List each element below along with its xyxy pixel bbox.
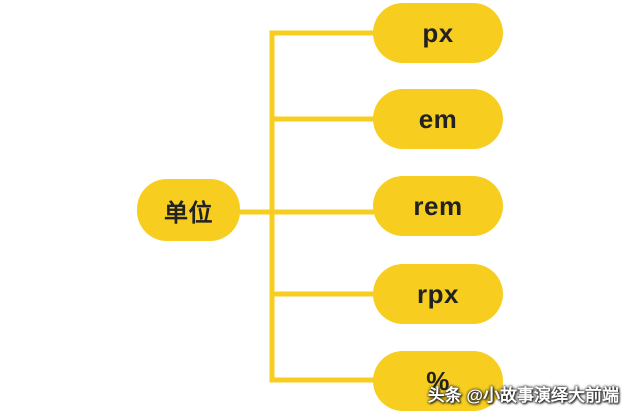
child-node-label: rpx — [417, 278, 459, 309]
child-node-em: em — [373, 89, 503, 149]
child-node-percent: % — [373, 351, 503, 411]
child-node-label: px — [422, 17, 454, 48]
child-node-px: px — [373, 3, 503, 63]
child-node-rem: rem — [373, 176, 503, 236]
root-node: 单位 — [137, 179, 240, 241]
root-node-label: 单位 — [164, 199, 213, 227]
child-node-label: % — [426, 365, 450, 396]
child-node-label: em — [418, 103, 458, 134]
child-node-rpx: rpx — [373, 264, 503, 324]
watermark-text: 头条 @小故事演绎大前端 — [427, 386, 619, 405]
child-node-label: rem — [413, 190, 463, 221]
